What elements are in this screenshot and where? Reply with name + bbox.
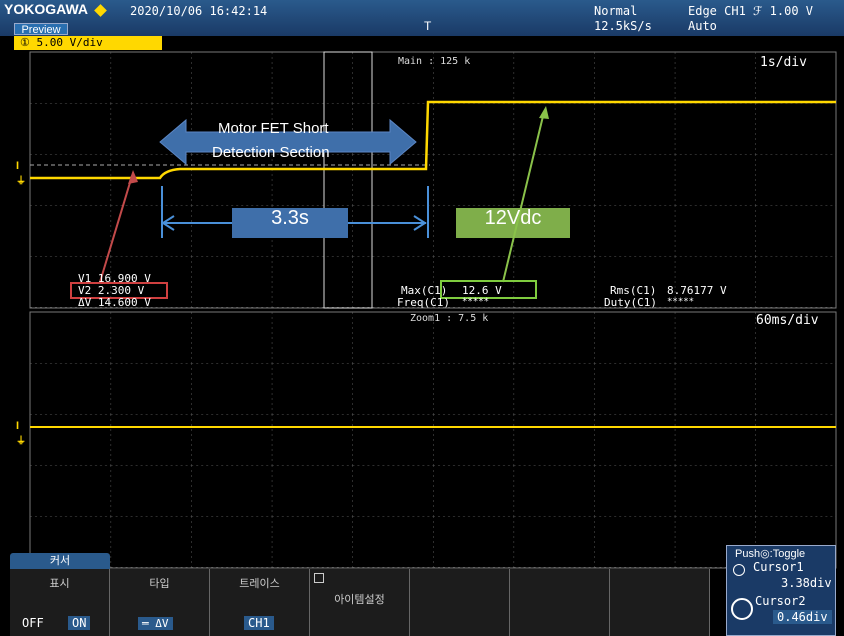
type-value: ═ ΔV bbox=[138, 617, 173, 630]
type-softkey[interactable]: 타입 ═ ΔV bbox=[110, 569, 210, 636]
max-highlight bbox=[440, 280, 537, 299]
cursor-panel[interactable]: Push◎:Toggle Cursor1 3.38div Cursor2 0.4… bbox=[726, 545, 836, 636]
sample-rate: 12.5kS/s bbox=[594, 19, 652, 33]
softkey-bar: 표시 OFF ON 타입 ═ ΔV 트레이스 CH1 아이템설정 bbox=[10, 569, 710, 636]
duration-label: 3.3s bbox=[271, 207, 309, 229]
main-grid bbox=[30, 52, 836, 308]
preview-badge[interactable]: Preview bbox=[14, 23, 68, 36]
duty-value: ***** bbox=[667, 297, 695, 307]
v2-highlight bbox=[70, 282, 168, 299]
knob-icon bbox=[733, 564, 745, 576]
duty-label: Duty(C1) bbox=[604, 296, 657, 309]
menu-icon bbox=[314, 573, 324, 583]
cursor-dv: ΔV 14.600 V bbox=[78, 297, 151, 307]
trigger-setting: Edge CH1 ℱ 1.00 V bbox=[688, 4, 814, 18]
ch1-ground-marker-zoom: I bbox=[16, 420, 20, 432]
knob-icon bbox=[731, 598, 753, 620]
channel-vdiv[interactable]: ① 5.00 V/div bbox=[14, 36, 162, 50]
cursor2-value: 0.46div bbox=[773, 610, 832, 624]
trace-label: 트레이스 bbox=[239, 578, 280, 590]
datetime: 2020/10/06 16:42:14 bbox=[130, 4, 268, 18]
item-settings-label: 아이템설정 bbox=[334, 594, 385, 606]
empty-softkey[interactable] bbox=[510, 569, 610, 636]
trigger-position-marker: T bbox=[424, 19, 432, 33]
type-label: 타입 bbox=[149, 578, 170, 590]
rms-label: Rms(C1) bbox=[610, 284, 657, 297]
zoom-box[interactable] bbox=[323, 51, 373, 309]
empty-softkey[interactable] bbox=[410, 569, 510, 636]
zoom-timebase: 60ms/div bbox=[756, 313, 819, 328]
cursor-menu-tab[interactable]: 커서 bbox=[10, 553, 110, 569]
display-on-option[interactable]: ON bbox=[68, 616, 91, 630]
ch1-ground-marker-main: I bbox=[16, 160, 20, 172]
freq-label: Freq(C1) bbox=[397, 296, 450, 309]
display-softkey[interactable]: 표시 OFF ON bbox=[10, 569, 110, 636]
section-label-line2: Detection Section bbox=[212, 144, 330, 161]
cursor-v2: V2 2.300 V bbox=[78, 284, 145, 297]
rms-value: 8.76177 V bbox=[667, 284, 727, 297]
duration-box bbox=[232, 208, 348, 238]
main-window-title: Main : 125 k bbox=[398, 56, 471, 67]
brand-logo: YOKOGAWA bbox=[4, 1, 89, 17]
item-settings-softkey[interactable]: 아이템설정 bbox=[310, 569, 410, 636]
section-label-line1: Motor FET Short bbox=[218, 120, 329, 137]
voltage-box bbox=[456, 208, 570, 238]
main-waveform-trace bbox=[30, 100, 836, 180]
main-timebase: 1s/div bbox=[760, 55, 807, 70]
max-label: Max(C1) bbox=[401, 284, 448, 297]
ground-icon: ⏚ bbox=[16, 436, 26, 447]
detection-section-arrow bbox=[159, 118, 417, 166]
empty-softkey[interactable] bbox=[610, 569, 710, 636]
trigger-mode: Auto bbox=[688, 19, 717, 33]
zoom-window-title: Zoom1 : 7.5 k bbox=[410, 313, 489, 324]
voltage-label: 12Vdc bbox=[484, 207, 542, 229]
trace-softkey[interactable]: 트레이스 CH1 bbox=[210, 569, 310, 636]
cursor-v1: V1 16.900 V bbox=[78, 272, 151, 285]
status-header: YOKOGAWA 2020/10/06 16:42:14 T Normal 12… bbox=[0, 0, 844, 36]
ground-icon: ⏚ bbox=[16, 176, 26, 187]
display-off-option[interactable]: OFF bbox=[22, 616, 44, 630]
cursor2-label: Cursor2 bbox=[755, 594, 806, 608]
cursor1-label: Cursor1 bbox=[753, 560, 804, 574]
trace-value: CH1 bbox=[244, 616, 274, 630]
display-label: 표시 bbox=[49, 578, 70, 590]
max-value: 12.6 V bbox=[462, 284, 502, 297]
acquisition-mode: Normal bbox=[594, 4, 638, 18]
cursor1-value: 3.38div bbox=[781, 576, 832, 590]
freq-value: ***** bbox=[462, 297, 490, 307]
zoom-grid bbox=[30, 312, 836, 568]
push-toggle-hint: Push◎:Toggle bbox=[735, 548, 806, 560]
